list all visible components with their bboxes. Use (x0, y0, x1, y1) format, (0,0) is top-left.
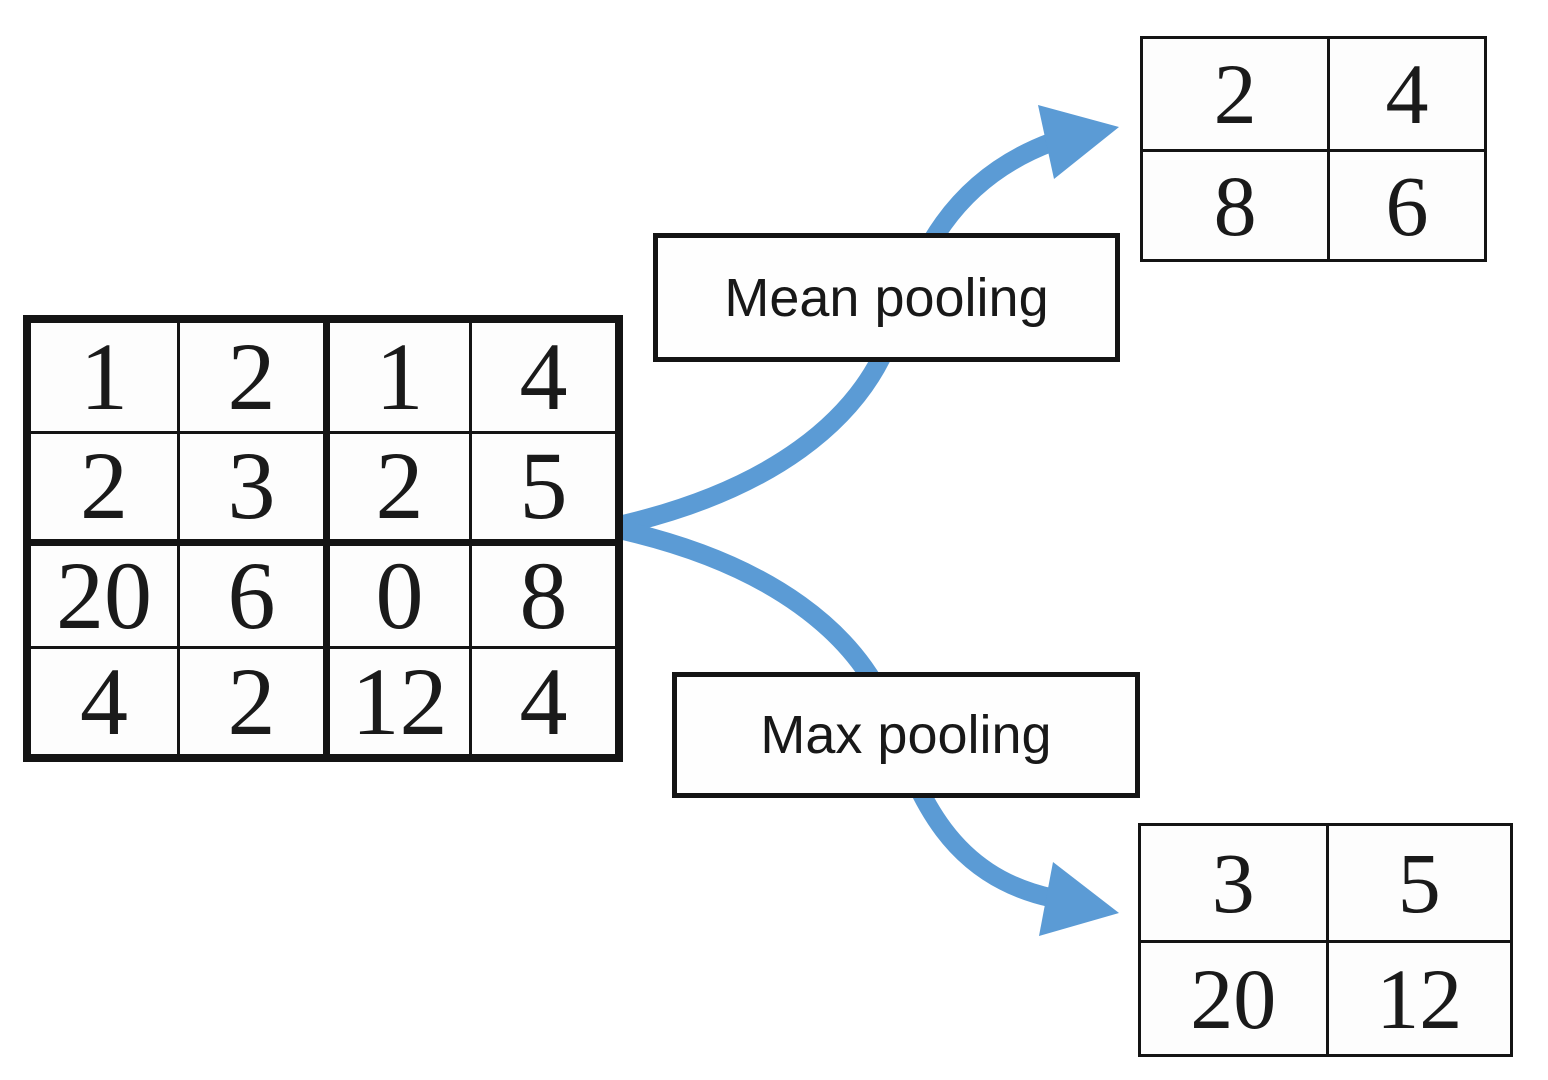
max-pooling-label-box: Max pooling (672, 672, 1140, 798)
mean-pooling-label-box: Mean pooling (653, 233, 1120, 362)
mean-result-cell: 4 (1327, 39, 1484, 149)
input-matrix-cell: 20 (31, 538, 177, 647)
input-matrix-cell: 4 (469, 323, 615, 431)
input-matrix-cell: 4 (31, 646, 177, 754)
input-matrix-cell: 6 (177, 538, 323, 647)
input-matrix-cell: 2 (177, 323, 323, 431)
max-pooling-label: Max pooling (760, 705, 1052, 765)
max-result-cell: 3 (1211, 835, 1255, 931)
mean-result-cell: 2 (1213, 46, 1257, 142)
input-matrix-cell: 1 (80, 322, 128, 430)
mean-result-matrix: 2 4 8 6 (1140, 36, 1487, 262)
input-matrix-cell: 2 (177, 646, 323, 754)
input-matrix-cell: 3 (177, 430, 323, 539)
input-matrix-cell: 12 (323, 646, 469, 754)
max-result-cell: 20 (1141, 940, 1326, 1054)
max-result-matrix: 3 5 20 12 (1138, 823, 1513, 1057)
input-matrix-cell: 2 (31, 430, 177, 539)
input-matrix-cell: 2 (323, 430, 469, 539)
mean-result-cell: 6 (1327, 149, 1484, 259)
input-matrix-cell: 1 (323, 323, 469, 431)
input-matrix: 1 2 1 4 2 3 2 5 20 6 0 8 4 2 12 4 (23, 315, 623, 762)
input-matrix-cell: 4 (469, 646, 615, 754)
input-matrix-cell: 0 (323, 538, 469, 647)
max-result-cell: 12 (1325, 940, 1510, 1054)
max-result-cell: 5 (1325, 826, 1511, 940)
input-matrix-cell: 8 (469, 538, 615, 647)
mean-pooling-label: Mean pooling (724, 267, 1049, 328)
mean-result-cell: 8 (1143, 149, 1328, 259)
input-matrix-cell: 5 (469, 430, 615, 539)
